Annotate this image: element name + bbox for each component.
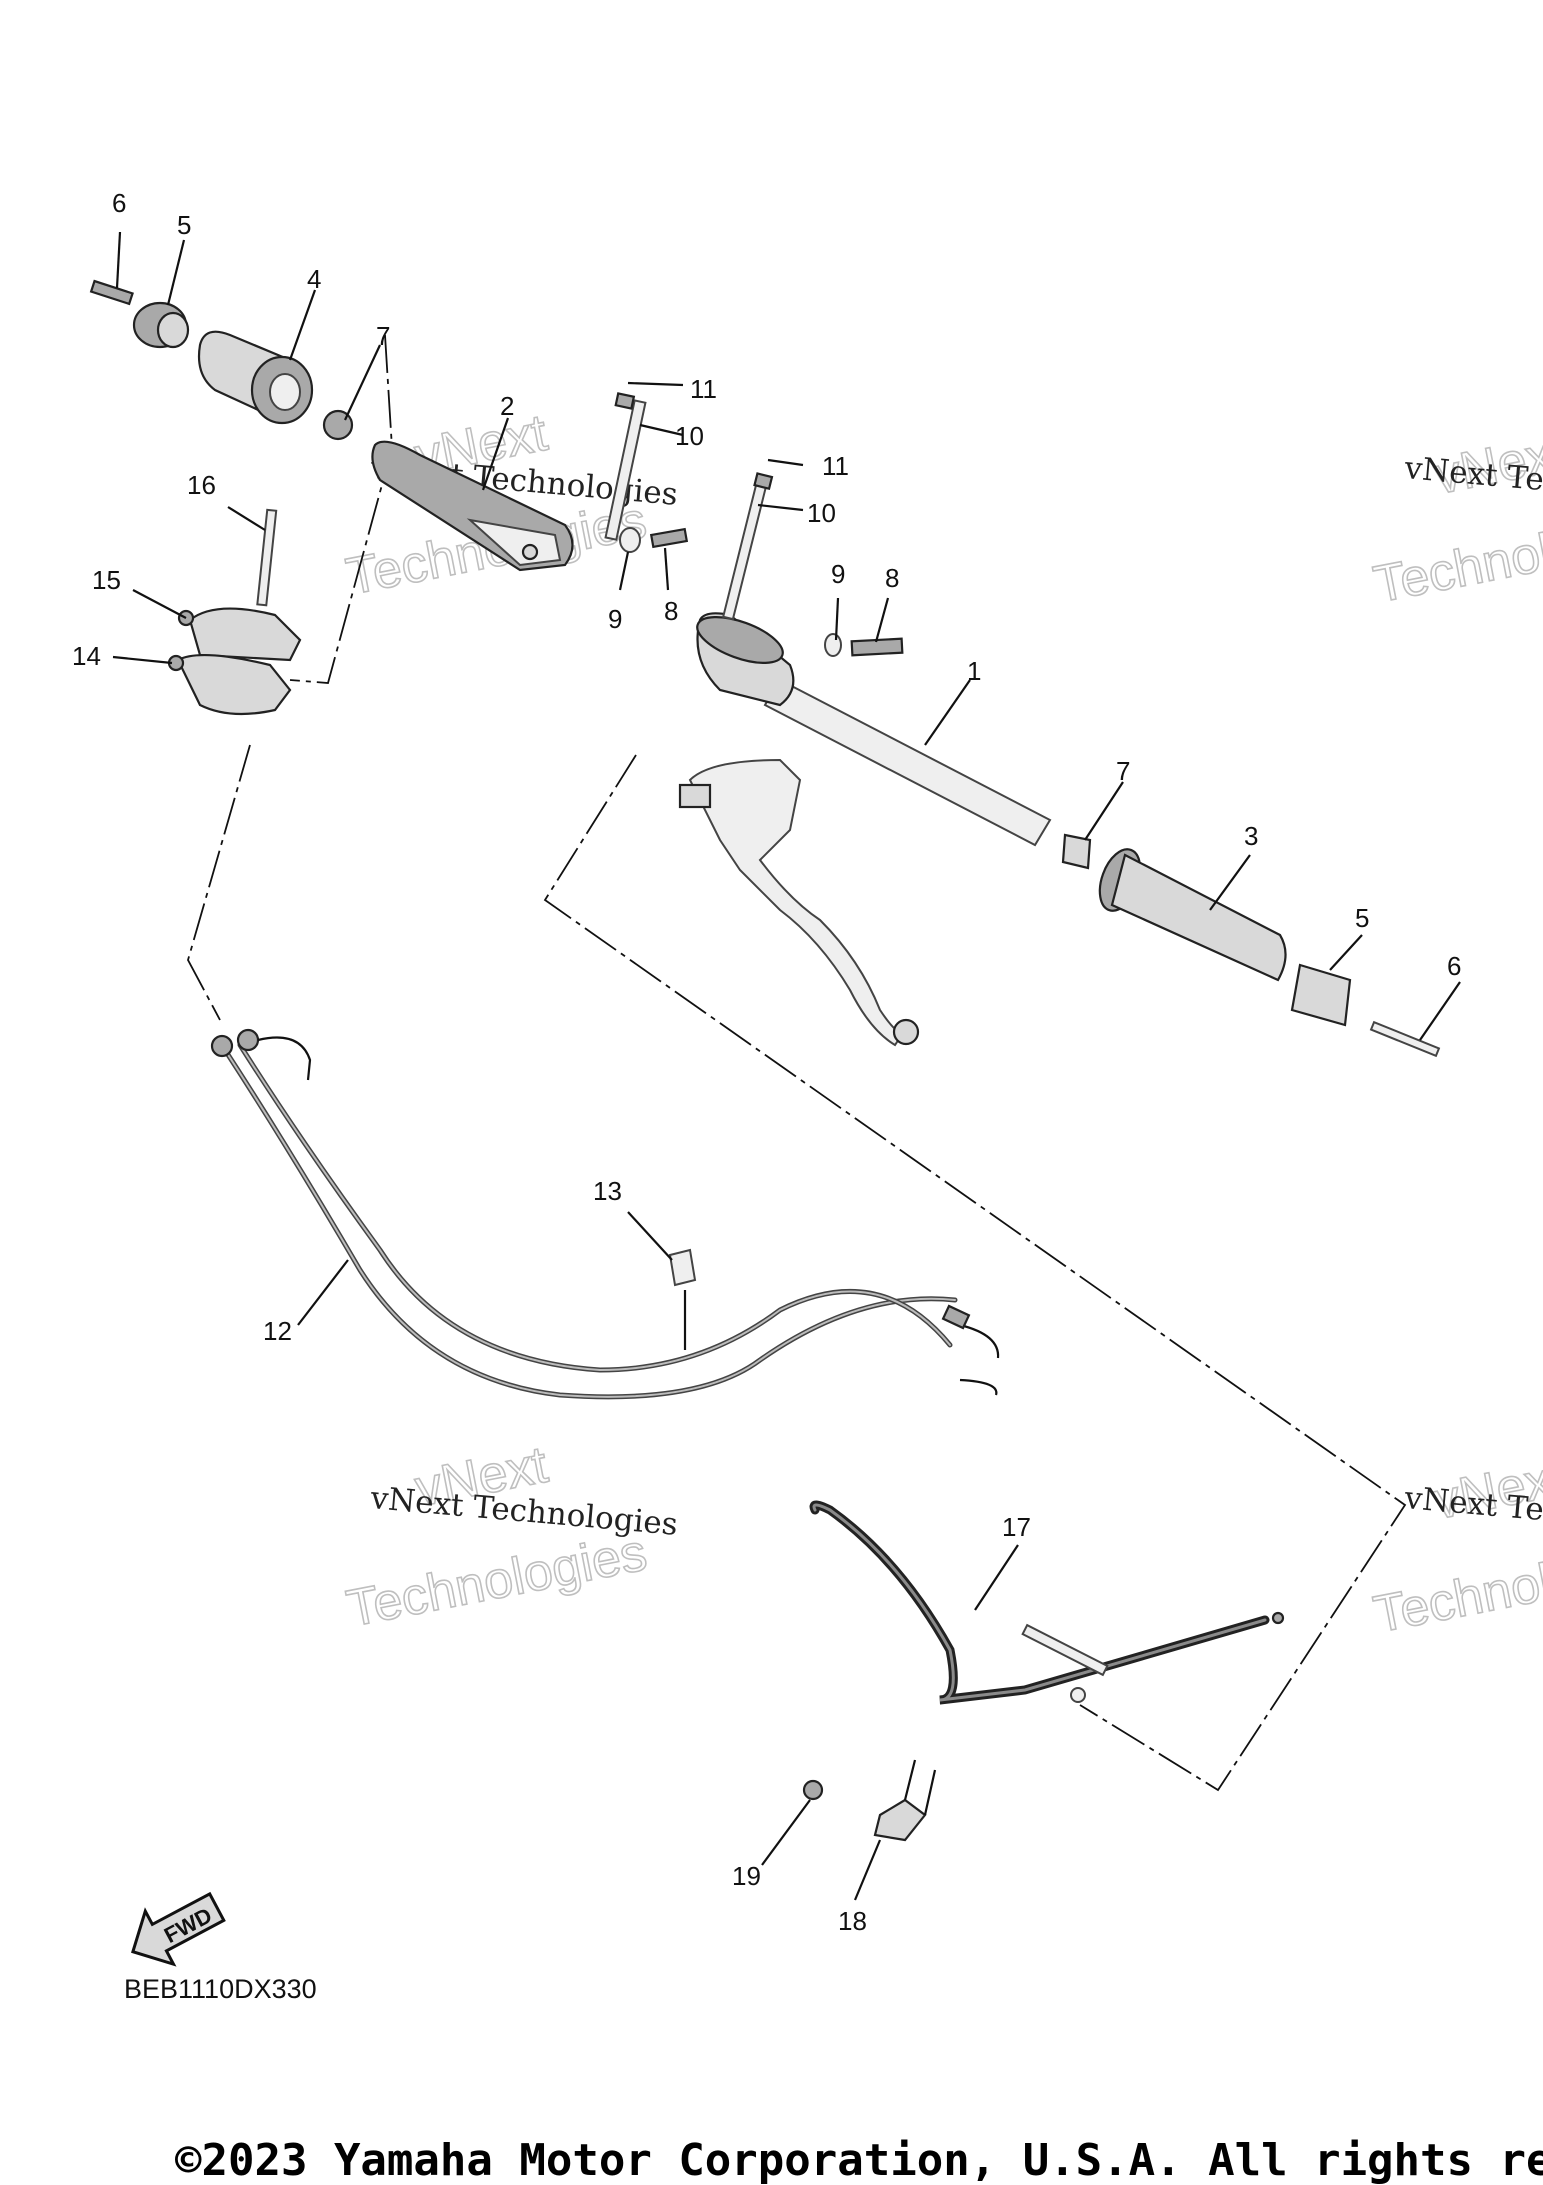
grip-left	[197, 330, 314, 425]
washer-9-left	[619, 527, 641, 553]
callout-11: 11	[822, 451, 849, 481]
handlebar-right	[696, 612, 1052, 847]
collar-right	[1061, 833, 1092, 870]
callout-9: 9	[608, 604, 622, 634]
assembly-line-switch	[289, 334, 393, 684]
callout-1: 1	[967, 656, 981, 686]
cable-clip	[668, 1248, 697, 1287]
bar-end-screw-right	[1369, 1020, 1441, 1058]
callout-16: 16	[187, 470, 216, 500]
copyright-notice: ©2023 Yamaha Motor Corporation, U.S.A. A…	[175, 2135, 1543, 2185]
callout-4: 4	[307, 264, 321, 294]
assembly-line-lever	[543, 754, 1407, 1792]
callout-19: 19	[732, 1861, 761, 1891]
callout-6: 6	[1447, 951, 1461, 981]
callout-5: 5	[177, 210, 191, 240]
callout-17: 17	[1002, 1512, 1031, 1542]
clutch-switch	[873, 1759, 937, 1842]
callout-6: 6	[112, 188, 126, 218]
fwd-arrow: FWD	[131, 1891, 226, 1967]
handlebar-holder-left	[371, 440, 574, 572]
clutch-cable	[809, 1500, 1285, 1705]
watermark-top-right: vNext Technologies	[1368, 423, 1543, 616]
switch-housing	[167, 508, 302, 716]
callout-15: 15	[92, 565, 121, 595]
callout-8: 8	[885, 563, 899, 593]
watermark-bottom-right: vNext Technologies	[1368, 1448, 1543, 1645]
bar-end-screw-left	[89, 279, 134, 306]
callout-14: 14	[72, 641, 101, 671]
assembly-line-cable	[187, 744, 251, 1021]
grip-right	[1098, 848, 1287, 982]
clutch-lever	[678, 758, 920, 1047]
callout-2: 2	[500, 391, 514, 421]
watermark-big-word: Technologies	[1369, 499, 1543, 614]
callout-9: 9	[831, 559, 845, 589]
bolt-right-holder	[722, 472, 774, 621]
bolt-8-left	[649, 527, 689, 549]
switch-screw	[802, 1779, 824, 1801]
watermark-line: vNext Technologies	[1402, 450, 1543, 513]
bar-end-weight-left	[132, 301, 190, 349]
callout-7: 7	[376, 321, 390, 351]
watermark-line: vNext Technologies	[1402, 1480, 1543, 1543]
callout-3: 3	[1244, 821, 1258, 851]
callout-18: 18	[838, 1906, 867, 1936]
callout-12: 12	[263, 1316, 292, 1346]
callout-13: 13	[593, 1176, 622, 1206]
callout-8: 8	[664, 596, 678, 626]
callout-10: 10	[807, 498, 836, 528]
callout-10: 10	[675, 421, 704, 451]
watermark-big-word: Technologies	[1369, 1529, 1543, 1644]
bar-end-weight-right	[1290, 963, 1352, 1027]
throttle-cable-assembly	[210, 1028, 1000, 1400]
washer-9-right	[824, 633, 842, 657]
callout-labels: 6 5 4 7 2 11 10 11 10 16 15 14 9 8 9 8 1…	[72, 188, 1461, 1936]
callout-7: 7	[1116, 756, 1130, 786]
callout-11: 11	[690, 374, 717, 404]
bolt-left-holder	[604, 392, 647, 541]
callout-5: 5	[1355, 903, 1369, 933]
drawing-code: BEB1110DX330	[124, 1974, 317, 2004]
watermark-big-word: Technologies	[342, 1523, 651, 1638]
leader-lines	[112, 231, 1461, 1901]
